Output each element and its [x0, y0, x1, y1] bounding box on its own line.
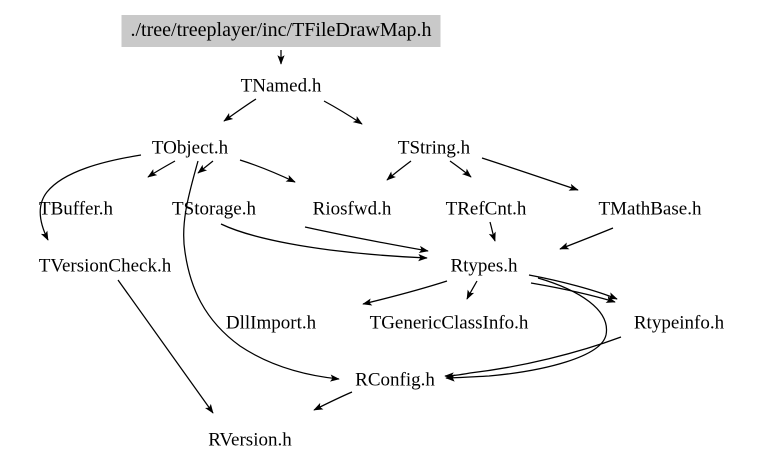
edge-trefcnt-to-rtypes: [488, 221, 496, 242]
edge-tobject-to-riosfwd: [239, 159, 296, 183]
edge-rconfig-to-rversion: [313, 391, 353, 411]
edge-rtypes-to-rtypeinfo: [528, 274, 618, 300]
node-tbuffer[interactable]: TBuffer.h: [38, 198, 114, 220]
edge-tstring-to-riosfwd: [386, 160, 412, 181]
edge-tstring-to-trefcnt: [449, 160, 472, 178]
node-tversioncheck[interactable]: TVersionCheck.h: [38, 255, 172, 277]
edge-tobject-to-tbuffer: [147, 160, 176, 178]
edge-tmathbase-to-rtypes: [559, 227, 614, 250]
edge-rtypes-to-rconfig: [445, 277, 608, 382]
node-rtypes[interactable]: Rtypes.h: [450, 255, 518, 277]
edge-tnamed-to-tobject: [223, 98, 257, 122]
edge-rtypes-to-tgenericclassinfo: [466, 280, 478, 300]
node-rconfig[interactable]: RConfig.h: [355, 369, 435, 391]
node-tobject[interactable]: TObject.h: [151, 137, 229, 159]
node-trefcnt[interactable]: TRefCnt.h: [445, 198, 527, 220]
node-tnamed[interactable]: TNamed.h: [240, 75, 322, 97]
edge-rtypeinfo-to-rconfig: [444, 336, 622, 380]
edge-riosfwd-to-rtypes: [304, 226, 429, 254]
edge-tobject-to-tversioncheck: [39, 154, 142, 241]
edge-tobject-to-tstorage: [197, 160, 214, 174]
edge-tstorage-to-rtypes: [220, 223, 428, 262]
edge-tstring-to-tmathbase: [481, 157, 579, 191]
edge-rtypes-to-rtypeinfo-2: [530, 282, 616, 303]
node-tstring[interactable]: TString.h: [397, 137, 471, 159]
node-root-tfiledrawmap[interactable]: ./tree/treeplayer/inc/TFileDrawMap.h: [121, 15, 441, 47]
edge-tnamed-to-tstring: [323, 100, 363, 125]
node-rtypeinfo[interactable]: Rtypeinfo.h: [633, 312, 725, 334]
node-rversion[interactable]: RVersion.h: [208, 429, 292, 451]
edge-rtypes-to-dllimport: [362, 280, 448, 306]
edge-tversioncheck-to-rversion: [117, 279, 214, 414]
node-tstorage[interactable]: TStorage.h: [172, 198, 256, 220]
node-riosfwd[interactable]: Riosfwd.h: [312, 198, 392, 220]
edge-tobject-to-rconfig: [183, 160, 340, 382]
node-tgenericclassinfo[interactable]: TGenericClassInfo.h: [369, 312, 529, 334]
node-tmathbase[interactable]: TMathBase.h: [598, 198, 702, 220]
node-dllimport[interactable]: DllImport.h: [225, 312, 317, 334]
